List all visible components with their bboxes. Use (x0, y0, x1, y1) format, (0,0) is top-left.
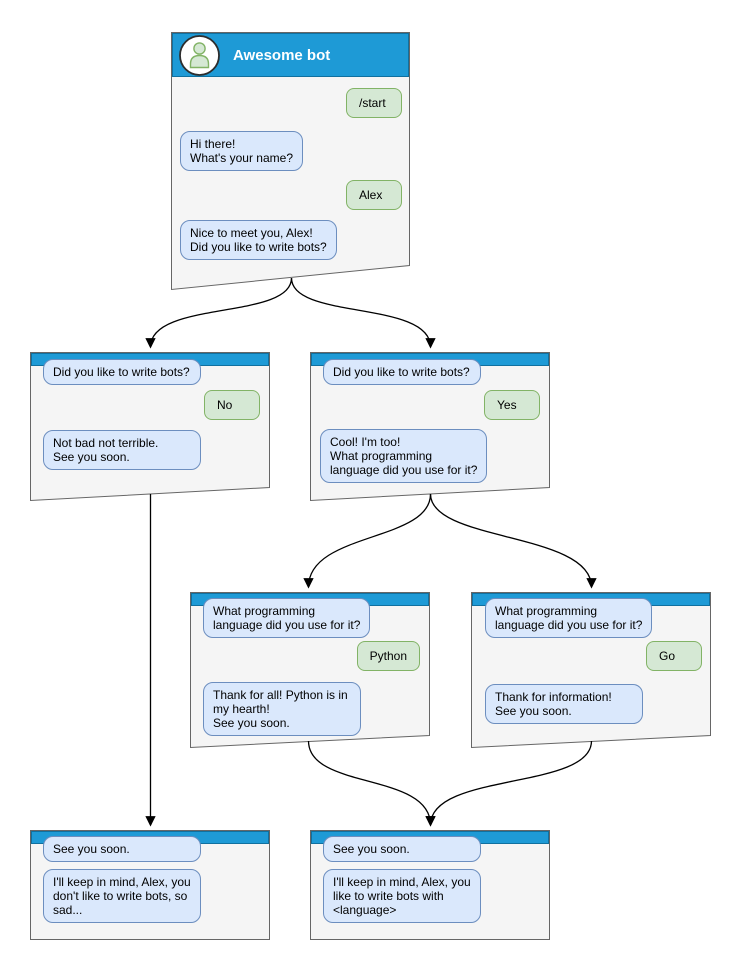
window-main-title: Awesome bot (233, 47, 331, 64)
bubble-final-no-see-you: See you soon. (43, 836, 201, 862)
bot-avatar (179, 35, 220, 76)
bubble-python-question: What programming language did you use fo… (203, 598, 371, 638)
bubble-no-answer: No (204, 390, 260, 420)
arrow-yes-to-go (429, 493, 597, 589)
bubble-final-no-summary: I'll keep in mind, Alex, you don't like … (43, 869, 201, 923)
arrow-python-to-final (307, 740, 436, 827)
arrow-go-to-final (425, 740, 593, 827)
bubble-yes-answer: Yes (484, 390, 540, 420)
bubble-go-thanks: Thank for information! See you soon. (485, 684, 643, 724)
bubble-python-thanks: Thank for all! Python is in my hearth! S… (203, 682, 361, 736)
arrow-yes-to-python (303, 493, 432, 589)
bubble-final-lang-summary: I'll keep in mind, Alex, you like to wri… (323, 869, 481, 923)
person-icon (189, 42, 210, 69)
bubble-start-command: /start (346, 88, 402, 118)
bubble-yes-followup: Cool! I'm too! What programming language… (320, 429, 488, 483)
bubble-final-lang-see-you: See you soon. (323, 836, 481, 862)
bubble-yes-question: Did you like to write bots? (323, 359, 481, 385)
arrow-main-to-no (145, 277, 293, 349)
arrow-main-to-yes (290, 277, 436, 349)
bubble-ask-write-bots: Nice to meet you, Alex! Did you like to … (180, 220, 337, 260)
bubble-name-reply: Alex (346, 180, 402, 210)
bubble-ask-name: Hi there! What's your name? (180, 131, 304, 171)
bubble-go-question: What programming language did you use fo… (485, 598, 653, 638)
bubble-no-question: Did you like to write bots? (43, 359, 201, 385)
bubble-python-answer: Python (356, 641, 420, 671)
bubble-go-answer: Go (646, 641, 702, 671)
bubble-no-farewell: Not bad not terrible. See you soon. (43, 430, 201, 470)
